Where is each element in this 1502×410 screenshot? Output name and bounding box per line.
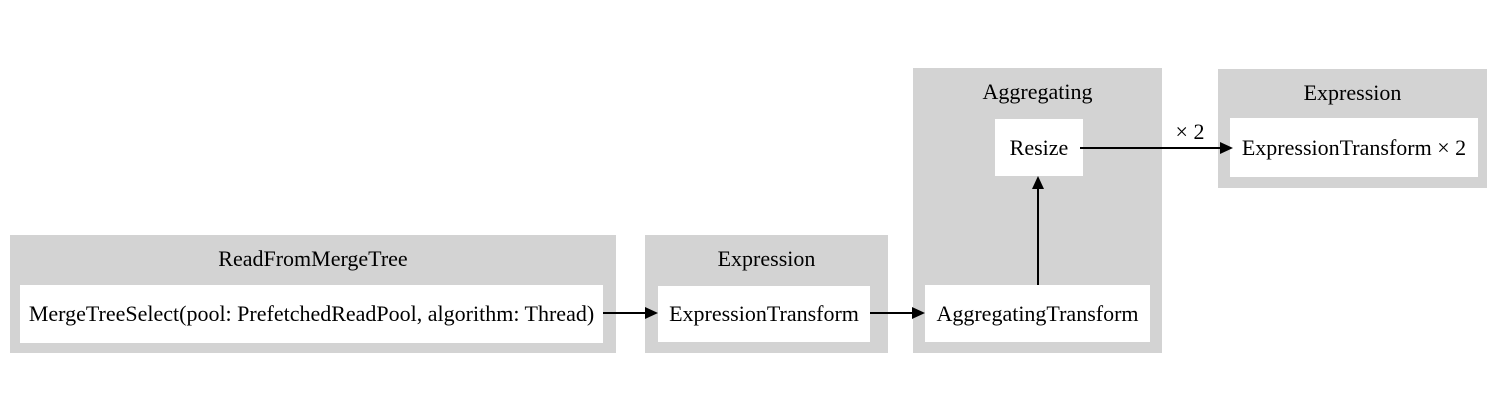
cluster-aggregating: Aggregating Resize AggregatingTransform [913, 68, 1162, 353]
node-expressiontransform-x2: ExpressionTransform × 2 [1230, 118, 1478, 177]
node-expressiontransform: ExpressionTransform [658, 286, 870, 342]
node-mergetreeselect: MergeTreeSelect(pool: PrefetchedReadPool… [20, 285, 603, 343]
cluster-expression-1-label: Expression [717, 246, 816, 271]
cluster-readfrommergetree-label: ReadFromMergeTree [218, 246, 408, 271]
edge-multiplier-label: × 2 [1175, 119, 1205, 144]
cluster-expression-1: Expression ExpressionTransform [645, 235, 888, 353]
cluster-aggregating-label: Aggregating [982, 79, 1093, 104]
node-aggregatingtransform: AggregatingTransform [925, 285, 1150, 342]
cluster-expression-2: Expression ExpressionTransform × 2 [1218, 69, 1487, 188]
cluster-readfrommergetree: ReadFromMergeTree MergeTreeSelect(pool: … [10, 235, 616, 353]
cluster-expression-2-label: Expression [1303, 80, 1402, 105]
node-resize: Resize [995, 119, 1083, 176]
